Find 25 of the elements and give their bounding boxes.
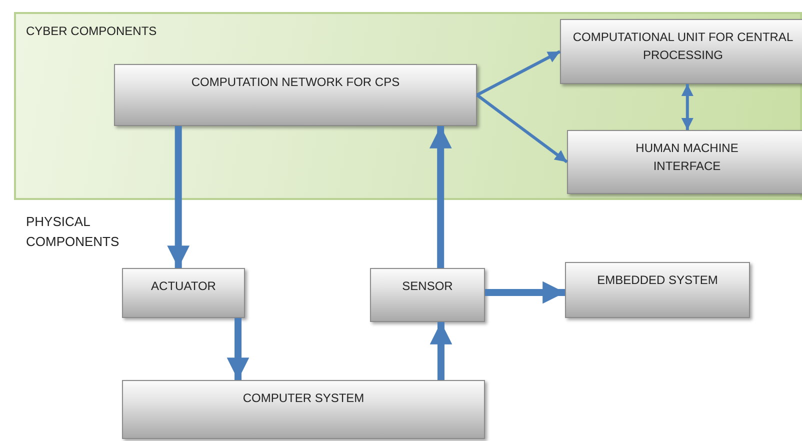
box-label: COMPUTER SYSTEM bbox=[242, 390, 364, 407]
box-label: COMPUTATIONAL UNIT FOR CENTRAL PROCESSING bbox=[572, 29, 794, 64]
process-box bbox=[122, 380, 485, 439]
process-box bbox=[567, 130, 802, 194]
arrow bbox=[485, 281, 565, 304]
process-box bbox=[122, 268, 245, 318]
box-label: ACTUATOR bbox=[151, 278, 216, 295]
process-box bbox=[114, 64, 477, 126]
arrow bbox=[476, 50, 561, 96]
arrow bbox=[429, 126, 452, 268]
arrow bbox=[476, 94, 568, 164]
box-label: HUMAN MACHINE INTERFACE bbox=[634, 140, 740, 175]
arrow bbox=[430, 322, 452, 380]
process-box bbox=[560, 19, 802, 84]
process-box bbox=[370, 268, 485, 322]
box-label: COMPUTATION NETWORK FOR CPS bbox=[191, 74, 400, 91]
box-label: EMBEDDED SYSTEM bbox=[597, 272, 718, 289]
box-label: SENSOR bbox=[402, 278, 453, 295]
region-band bbox=[14, 12, 802, 200]
arrow bbox=[167, 126, 190, 268]
arrow bbox=[226, 318, 250, 380]
arrow bbox=[681, 84, 694, 130]
region-heading: CYBER COMPONENTS bbox=[26, 23, 157, 40]
region-label: PHYSICAL COMPONENTS bbox=[26, 213, 120, 252]
process-box bbox=[565, 262, 750, 318]
